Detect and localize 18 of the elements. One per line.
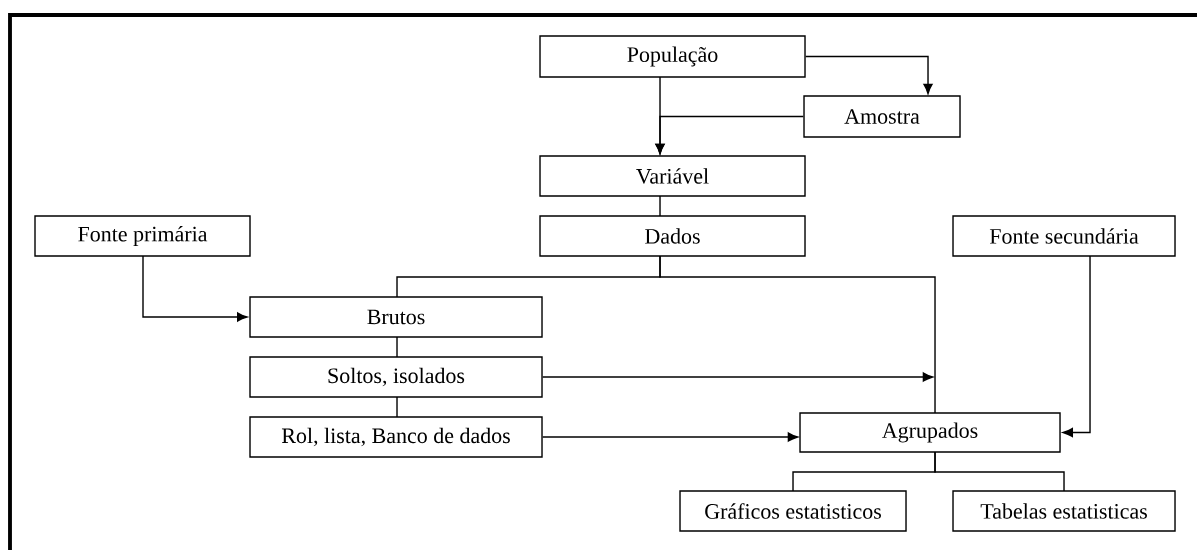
process-box: Soltos, isolados [249, 356, 543, 398]
arrow [542, 432, 799, 442]
process-box: Rol, lista, Banco de dados [249, 416, 543, 458]
process-box: Fonte primária [34, 215, 251, 257]
process-box: Dados [539, 215, 806, 257]
process-box: Amostra [803, 95, 961, 138]
process-box: Gráficos estatisticos [679, 490, 907, 532]
process-box: Variável [539, 155, 806, 197]
process-box: Brutos [249, 296, 543, 338]
process-box: Fonte secundária [952, 215, 1176, 257]
process-box: População [539, 35, 806, 78]
arrow [1062, 255, 1091, 438]
arrow [805, 55, 933, 95]
process-box: Tabelas estatisticas [952, 490, 1176, 532]
arrow [542, 372, 934, 382]
process-box: Agrupados [799, 412, 1061, 453]
arrow [142, 255, 248, 322]
arrow [655, 115, 804, 155]
